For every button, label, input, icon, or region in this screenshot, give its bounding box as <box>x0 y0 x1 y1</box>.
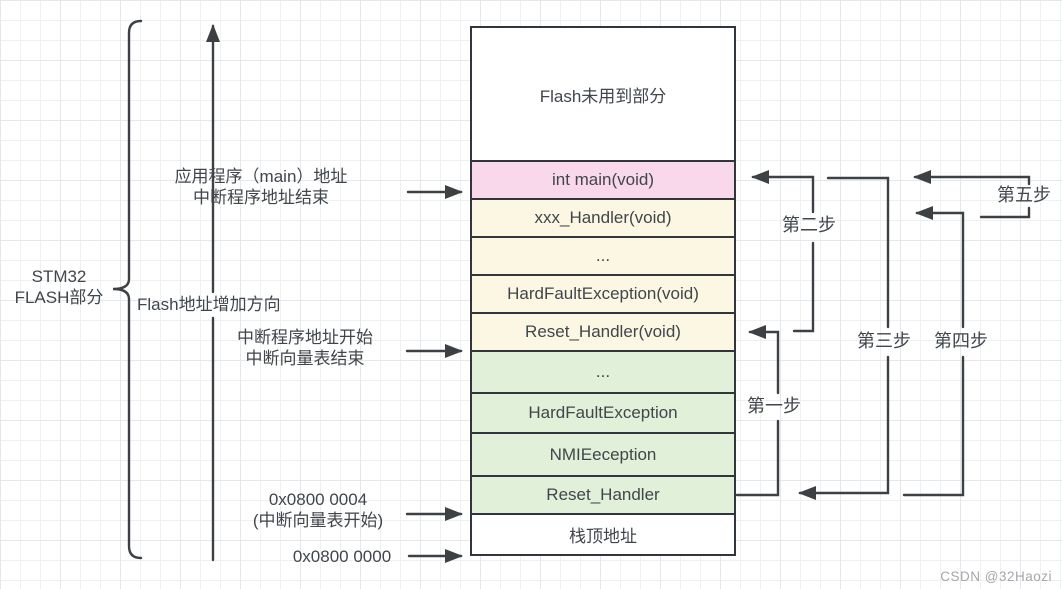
flash-section-label-line2: FLASH部分 <box>14 288 104 307</box>
step2-connector <box>753 177 815 333</box>
memory-row: HardFaultException <box>472 392 734 432</box>
memory-row: Reset_Handler <box>472 475 734 513</box>
annotation-main-address: 应用程序（main）地址 中断程序地址结束 <box>161 166 361 208</box>
annotation-vector-start: 0x0800 0004 (中断向量表开始) <box>218 489 418 531</box>
step4-label: 第四步 <box>934 331 988 351</box>
memory-row: 栈顶地址 <box>472 513 734 554</box>
step4-connector <box>904 213 965 497</box>
annotation-isr-start-line2: 中断向量表结束 <box>245 349 365 368</box>
memory-row: HardFaultException(void) <box>472 274 734 312</box>
flash-group-brace <box>112 19 143 560</box>
memory-row: int main(void) <box>472 160 734 198</box>
memory-row: xxx_Handler(void) <box>472 198 734 236</box>
annotation-isr-start: 中断程序地址开始 中断向量表结束 <box>205 327 405 369</box>
annotation-vector-start-line2: (中断向量表开始) <box>252 511 384 530</box>
memory-map: Flash未用到部分 int main(void) xxx_Handler(vo… <box>470 26 736 556</box>
memory-row: Reset_Handler(void) <box>472 312 734 350</box>
address-direction-label: Flash地址增加方向 <box>137 295 281 314</box>
watermark: CSDN @32Haozi <box>940 569 1052 584</box>
step1-label: 第一步 <box>747 396 801 416</box>
step2-label: 第二步 <box>782 215 836 235</box>
step5-label: 第五步 <box>997 185 1051 205</box>
memory-row: NMIEeception <box>472 432 734 475</box>
step3-label: 第三步 <box>857 331 911 351</box>
flash-section-label: STM32 FLASH部分 <box>6 266 112 308</box>
memory-row: Flash未用到部分 <box>472 28 734 160</box>
annotation-isr-start-line1: 中断程序地址开始 <box>237 328 373 347</box>
flash-section-label-line1: STM32 <box>31 267 87 286</box>
annotation-main-address-line2: 中断程序地址结束 <box>193 188 329 207</box>
annotation-main-address-line1: 应用程序（main）地址 <box>174 167 348 186</box>
memory-row: ... <box>472 350 734 392</box>
annotation-flash-base: 0x0800 0000 <box>292 547 392 566</box>
memory-row: ... <box>472 236 734 274</box>
annotation-vector-start-line1: 0x0800 0004 <box>268 490 368 509</box>
